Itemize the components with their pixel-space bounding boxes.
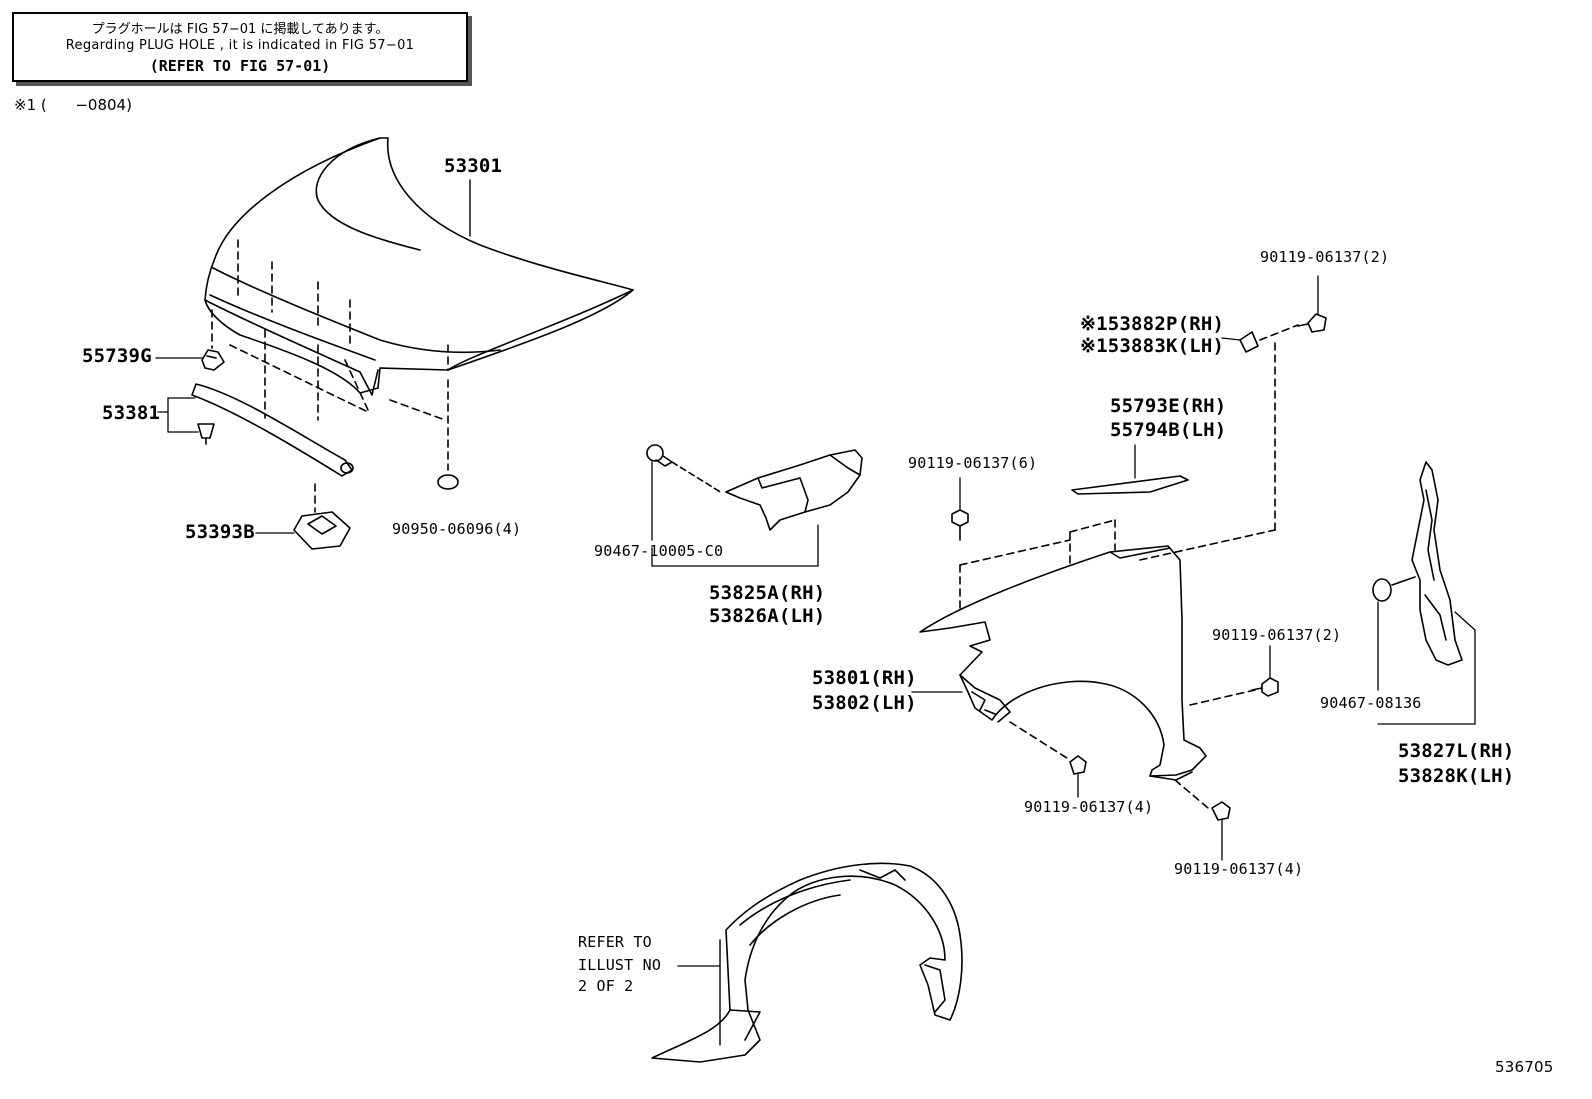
label-screw-bottom-right[interactable]: 90119-06137(4)	[1174, 860, 1304, 878]
production-remark: ※1 ( −0804)	[14, 96, 132, 114]
label-hood[interactable]: 53301	[444, 155, 503, 177]
label-seal-53828-lh[interactable]: 53828K(LH)	[1398, 765, 1515, 787]
label-screw-bottom-left[interactable]: 90119-06137(4)	[1024, 798, 1154, 816]
label-seal-53826-lh[interactable]: 53826A(LH)	[709, 605, 826, 627]
hood-cushion-drawing	[155, 349, 225, 371]
fender-side-seal-drawing	[1372, 461, 1476, 725]
front-fender-drawing	[911, 324, 1299, 809]
note-refer-fig: (REFER TO FIG 57-01)	[149, 57, 331, 75]
fender-top-seal-drawing	[1071, 444, 1189, 495]
note-english: Regarding PLUG HOLE , it is indicated in…	[65, 38, 415, 53]
hood-drawing	[204, 137, 634, 513]
label-hood-cushion[interactable]: 55739G	[82, 345, 152, 367]
label-fender-rh[interactable]: 53801(RH)	[812, 667, 917, 689]
cowl-side-seal-drawing	[646, 444, 863, 567]
fender-bracket-drawing	[1221, 331, 1259, 353]
liner-ref-line2[interactable]: ILLUST NO	[578, 956, 662, 974]
note-japanese: プラグホールは FIG 57−01 に掲載してあります。	[91, 22, 389, 37]
label-clip-90467-08136[interactable]: 90467-08136	[1320, 694, 1422, 712]
label-screw-top-right[interactable]: 90119-06137(2)	[1260, 248, 1390, 266]
fender-liner-drawing	[651, 862, 963, 1063]
label-seal-55793-rh[interactable]: 55793E(RH)	[1110, 395, 1227, 417]
screw-drawings	[951, 275, 1327, 861]
label-seal-53825-rh[interactable]: 53825A(RH)	[709, 582, 826, 604]
label-screw-mid-right[interactable]: 90119-06137(2)	[1212, 626, 1342, 644]
label-seal-55794-lh[interactable]: 55794B(LH)	[1110, 419, 1227, 441]
label-fender-lh[interactable]: 53802(LH)	[812, 692, 917, 714]
label-screw-fender-top[interactable]: 90119-06137(6)	[908, 454, 1038, 472]
label-bracket-lh[interactable]: ※153883K(LH)	[1080, 335, 1225, 357]
plug-drawing	[437, 474, 459, 490]
hood-seal-strip-drawing	[157, 383, 354, 477]
liner-ref-line3[interactable]: 2 OF 2	[578, 977, 634, 995]
label-plug[interactable]: 90950-06096(4)	[392, 520, 522, 538]
liner-ref-line1[interactable]: REFER TO	[578, 933, 652, 951]
reference-note-box: プラグホールは FIG 57−01 に掲載してあります。 Regarding P…	[12, 12, 468, 82]
label-clip-90467-10005[interactable]: 90467-10005-C0	[594, 542, 724, 560]
label-seal-cap[interactable]: 53393B	[185, 521, 255, 543]
label-clip-53381[interactable]: 53381	[102, 402, 161, 424]
label-bracket-rh[interactable]: ※153882P(RH)	[1080, 313, 1225, 335]
illustration-id: 536705	[1495, 1058, 1554, 1076]
seal-cap-drawing	[255, 511, 351, 550]
label-seal-53827-rh[interactable]: 53827L(RH)	[1398, 740, 1515, 762]
